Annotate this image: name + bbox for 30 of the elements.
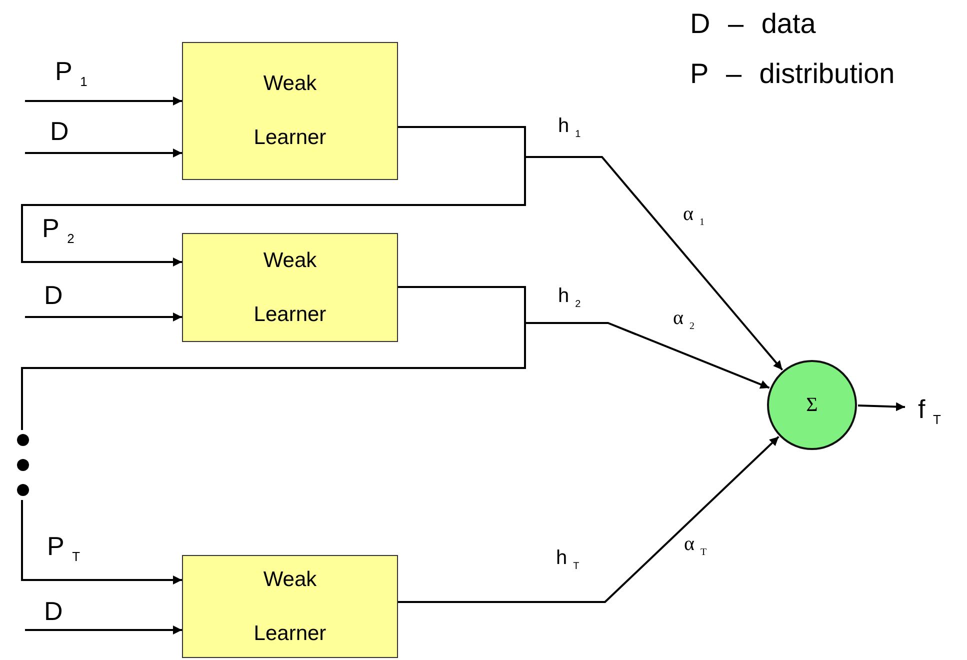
edge-label: f$_{T}$ — [918, 396, 941, 426]
arrow — [25, 312, 182, 322]
edge-label: h$_{1}$ — [558, 116, 581, 140]
legend-entry: P – distribution — [690, 58, 895, 89]
box-label: Weak Learner — [252, 248, 328, 328]
arrow — [21, 500, 182, 584]
arrow — [25, 96, 182, 106]
box-label: Weak Learner — [252, 71, 328, 151]
arrow — [858, 402, 906, 412]
weight-label: α$_{T}$ — [684, 534, 707, 558]
process-box — [182, 555, 398, 658]
process-box — [182, 233, 398, 342]
edge-label: h$_{T}$ — [556, 548, 580, 572]
arrow — [398, 436, 780, 603]
arrow — [21, 126, 526, 266]
arrow — [25, 148, 182, 158]
edge-label: P$_{T}$ — [47, 533, 80, 564]
weight-label: α$_{2}$ — [673, 308, 694, 332]
edge-label: D — [44, 282, 63, 308]
sum-symbol: Σ — [806, 395, 818, 415]
edge-label: P$_{2}$ — [42, 215, 74, 246]
arrow — [25, 626, 182, 634]
edge-label: P$_{1}$ — [55, 58, 88, 88]
edge-label: h$_{2}$ — [558, 286, 581, 310]
legend-entry: D – data — [690, 8, 816, 39]
edge-label: D — [44, 598, 63, 624]
edge-label: D — [50, 118, 69, 144]
weight-label: α$_{1}$ — [683, 204, 704, 228]
box-label: Weak Learner — [252, 566, 328, 646]
process-box — [182, 42, 398, 180]
